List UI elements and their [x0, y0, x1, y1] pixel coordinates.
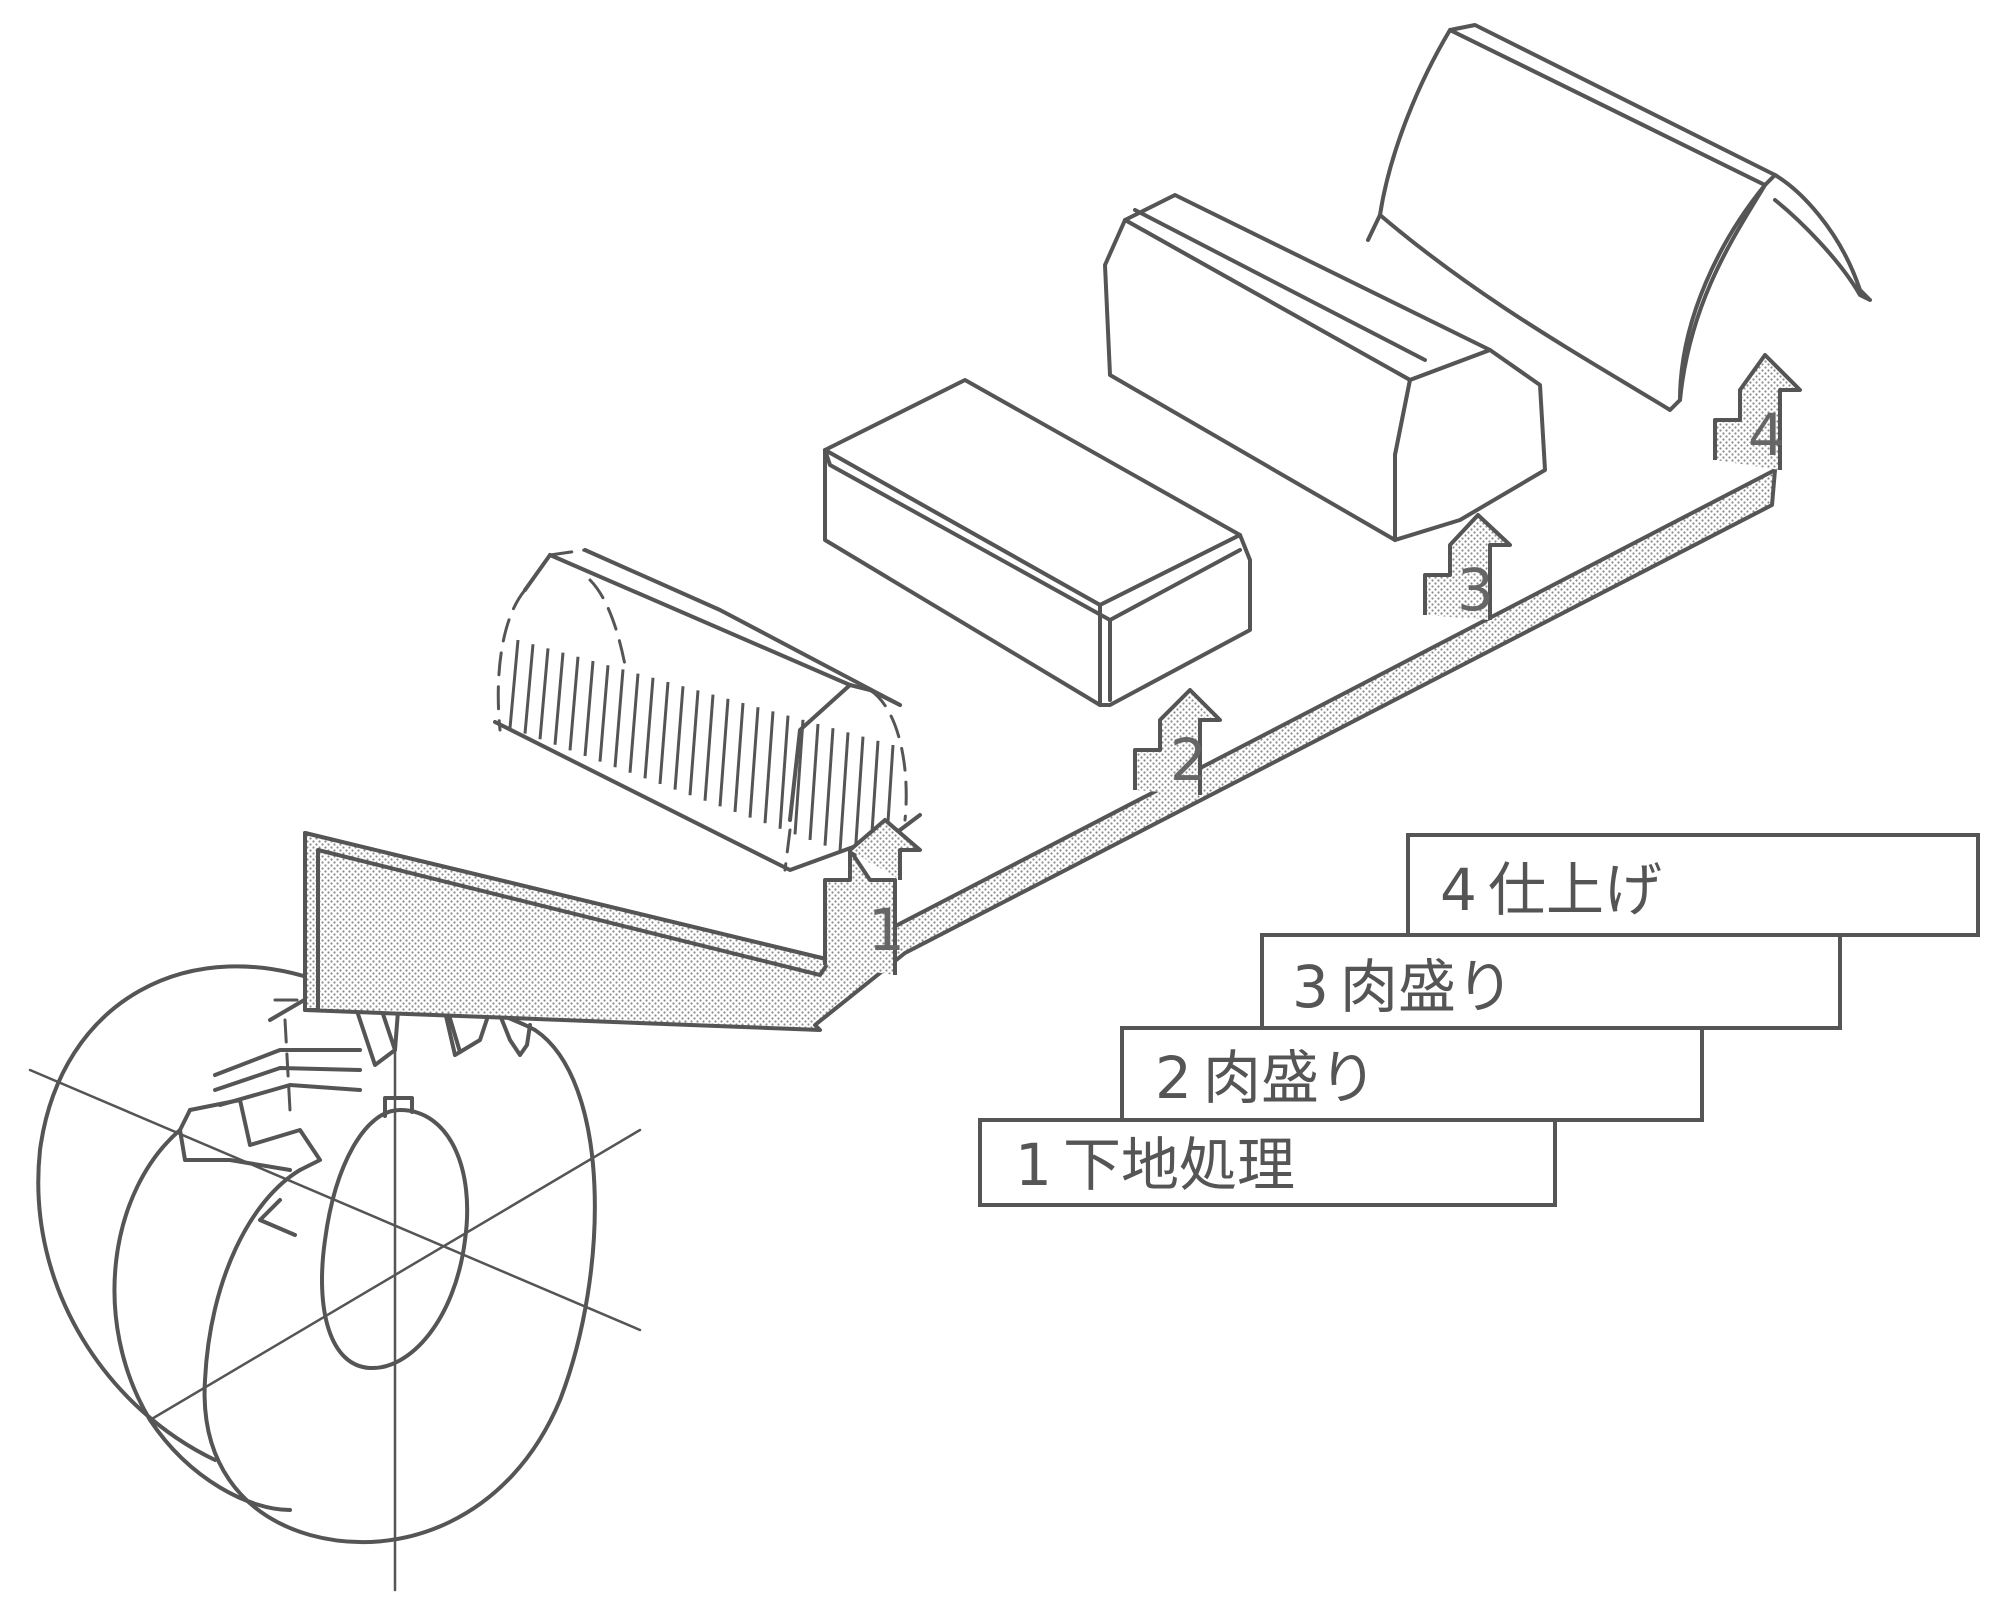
step-arrow-4	[1713, 353, 1802, 470]
step-number-2: 2	[1170, 726, 1207, 794]
step3-ridge	[1133, 208, 1427, 362]
gear-worn-tooth-base	[178, 1108, 292, 1172]
hatch-line	[598, 665, 610, 762]
step1-hidden-top	[548, 548, 587, 557]
step-number-3: 3	[1457, 556, 1494, 624]
step-number-1: 1	[868, 896, 905, 964]
step1-hatching	[508, 639, 895, 869]
hatch-line	[538, 648, 550, 740]
hatch-line	[763, 711, 775, 824]
step1-hidden-right-profile	[868, 688, 908, 822]
hatch-line	[688, 690, 700, 796]
legend-box-1	[978, 1118, 1557, 1207]
hatch-line	[808, 723, 820, 841]
step2-bevel-edge	[823, 448, 1242, 622]
gear-front-rim	[202, 1028, 597, 1545]
step1-front-face-edge	[788, 683, 852, 822]
hatch-line	[673, 686, 685, 790]
gear-bore	[320, 1108, 470, 1371]
legend-box-4	[1406, 833, 1980, 937]
gear-tooth-3	[498, 1013, 532, 1057]
gear-back-rim	[36, 964, 332, 1462]
gear-centerline-horizontal	[28, 1068, 642, 1332]
gear-worn-hidden-edge	[283, 1018, 292, 1112]
hatch-line	[583, 660, 595, 757]
step1-hidden-inner	[588, 578, 627, 667]
legend-box-3	[1260, 933, 1842, 1030]
hatch-line	[553, 652, 565, 745]
hatch-line	[613, 669, 625, 768]
hatch-line	[658, 681, 670, 785]
hatch-line	[508, 639, 520, 729]
step3-end-face	[1393, 348, 1547, 542]
step4-right-profile	[1773, 173, 1872, 302]
legend-number-1: 1	[1015, 1131, 1052, 1199]
hatch-line	[703, 694, 715, 801]
hatch-line	[778, 715, 790, 829]
step1-bottom-edge	[493, 720, 922, 872]
hatch-line	[628, 673, 640, 773]
legend-number-2-text: 肉盛り	[1203, 1044, 1377, 1112]
hatch-line	[793, 719, 805, 835]
step4-left-profile	[1678, 183, 1767, 402]
hatch-line	[748, 707, 760, 818]
legend-text-4: 仕上げ	[1488, 856, 1662, 924]
gear-worn-layer-1	[213, 1048, 362, 1077]
legend-number-4: 4	[1440, 856, 1477, 924]
step1-top-edge	[548, 553, 902, 707]
hatch-line	[643, 677, 655, 779]
legend-steps: 4 仕上げ 3 肉盛り 2 肉盛り 1 下地処理	[978, 833, 1980, 1207]
gear-keyway	[383, 1096, 414, 1118]
gear-worn-tooth	[188, 1098, 322, 1172]
step-arrow-1-head	[848, 818, 922, 880]
hatch-line	[718, 698, 730, 807]
legend-text-3: 肉盛り	[1340, 953, 1514, 1021]
step-arrow-2-shape	[1133, 688, 1222, 795]
step4-base-left	[1366, 213, 1382, 242]
hatch-line	[568, 656, 580, 751]
legend-number-3: 3	[1292, 953, 1329, 1021]
step-4-finishing	[1366, 23, 1872, 412]
step-arrow-4-shape	[1713, 353, 1802, 470]
step2-end-face	[1098, 533, 1252, 707]
hatch-line	[823, 728, 835, 846]
step1-hidden-left-profile	[496, 588, 527, 732]
gear-workpiece	[28, 964, 642, 1592]
hatch-line	[853, 736, 865, 857]
step1-back-edge	[583, 548, 902, 707]
step-number-4: 4	[1748, 401, 1785, 469]
step-arrow-2	[1133, 688, 1222, 795]
step-arrow-3-shape	[1423, 513, 1512, 620]
step1-left-top	[523, 553, 552, 592]
legend-number-2: 2	[1155, 1044, 1192, 1112]
hatch-line	[523, 644, 535, 734]
gear-chip-mark	[258, 1198, 297, 1237]
step-2-build-up	[823, 378, 1252, 707]
step1-hidden-front	[783, 828, 792, 872]
legend-box-2	[1120, 1026, 1704, 1122]
step-arrow-1	[823, 818, 922, 975]
hatch-line	[733, 702, 745, 813]
step-1-base-preparation	[493, 548, 922, 872]
step4-front-face	[1378, 28, 1767, 412]
gear-middle-rim	[112, 1128, 292, 1512]
gear-worn-layer-2	[213, 1066, 362, 1092]
gear-worn-layer-3	[218, 1083, 362, 1107]
step-3-build-up	[1103, 193, 1547, 542]
legend-text-1: 下地処理	[1063, 1131, 1295, 1199]
hatch-line	[838, 732, 850, 852]
step-arrow-3	[1423, 513, 1512, 620]
